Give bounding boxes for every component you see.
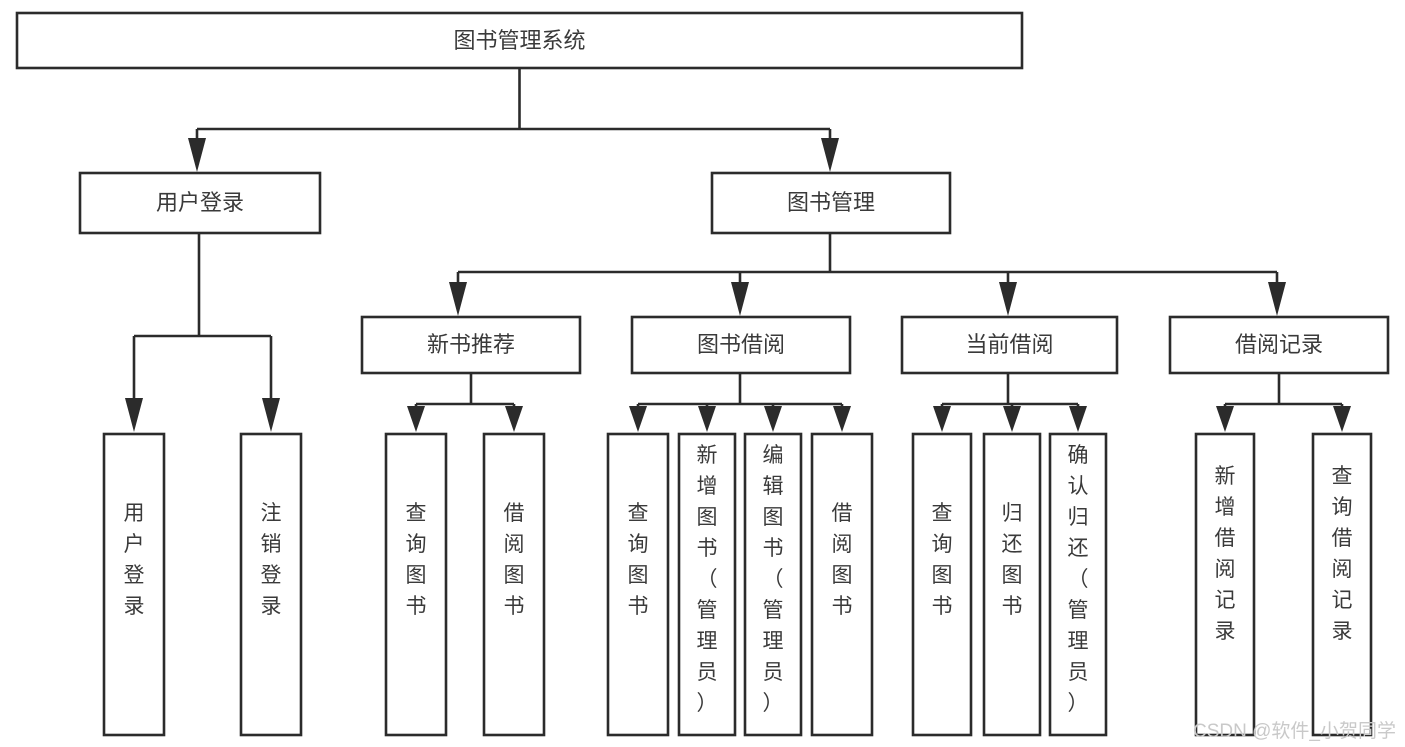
node-leaf-user-login[interactable]: 用户登录 xyxy=(102,432,166,737)
node-leaf-query-borrow-record-label: 查询借阅记录 xyxy=(1332,465,1353,643)
node-user-login-label: 用户登录 xyxy=(156,190,244,215)
arrow-head-leaf-borrow-book xyxy=(833,406,851,432)
arrow-head-book-management xyxy=(821,138,839,172)
connector-layer xyxy=(125,68,1351,432)
node-leaf-edit-book-admin-label: 编辑图书（管理员） xyxy=(763,444,784,715)
node-leaf-borrow-book-label: 借阅图书 xyxy=(832,502,853,618)
arrow-head-leaf-add-borrow-record xyxy=(1216,406,1234,432)
node-leaf-query-book-rec-label: 查询图书 xyxy=(406,502,427,618)
arrow-head-leaf-add-book-admin xyxy=(698,406,716,432)
node-borrow-record[interactable]: 借阅记录 xyxy=(1168,315,1390,375)
node-leaf-add-book-admin-label: 新增图书（管理员） xyxy=(697,444,718,715)
node-leaf-borrow-book-box[interactable] xyxy=(810,432,874,737)
node-leaf-add-borrow-record[interactable]: 新增借阅记录 xyxy=(1194,432,1256,737)
node-leaf-logout[interactable]: 注销登录 xyxy=(239,432,303,737)
node-leaf-edit-book-admin-box[interactable] xyxy=(743,432,803,737)
node-root-box[interactable] xyxy=(15,11,1024,70)
node-leaf-query-book-borrow-box[interactable] xyxy=(606,432,670,737)
node-root[interactable]: 图书管理系统 xyxy=(15,11,1024,70)
arrow-head-borrow-record xyxy=(1268,282,1286,316)
arrow-head-leaf-query-borrow-record xyxy=(1333,406,1351,432)
node-leaf-query-book-current[interactable]: 查询图书 xyxy=(911,432,973,737)
node-current-borrow-label: 当前借阅 xyxy=(965,332,1053,357)
node-new-book-recommend-label: 新书推荐 xyxy=(427,332,515,357)
node-leaf-query-book-rec[interactable]: 查询图书 xyxy=(384,432,448,737)
arrow-head-leaf-user-login xyxy=(125,398,143,432)
arrow-head-leaf-query-book-borrow xyxy=(629,406,647,432)
node-leaf-add-borrow-record-label: 新增借阅记录 xyxy=(1215,465,1236,643)
node-leaf-return-book-box[interactable] xyxy=(982,432,1042,737)
arrow-head-leaf-return-book xyxy=(1003,406,1021,432)
node-book-borrow-label: 图书借阅 xyxy=(697,332,785,357)
node-book-management-box[interactable] xyxy=(710,171,952,235)
node-leaf-confirm-return-admin-label: 确认归还（管理员） xyxy=(1068,444,1089,715)
node-leaf-borrow-book-rec[interactable]: 借阅图书 xyxy=(482,432,546,737)
node-leaf-edit-book-admin[interactable]: 编辑图书（管理员） xyxy=(743,432,803,737)
arrow-head-current-borrow xyxy=(999,282,1017,316)
node-leaf-add-book-admin[interactable]: 新增图书（管理员） xyxy=(677,432,737,737)
node-book-management[interactable]: 图书管理 xyxy=(710,171,952,235)
csdn-watermark: CSDN @软件_小贺同学 xyxy=(1193,720,1396,742)
arrow-head-book-borrow xyxy=(731,282,749,316)
node-leaf-borrow-book[interactable]: 借阅图书 xyxy=(810,432,874,737)
arrow-head-leaf-edit-book-admin xyxy=(764,406,782,432)
node-leaf-return-book-label: 归还图书 xyxy=(1002,502,1023,618)
node-current-borrow[interactable]: 当前借阅 xyxy=(900,315,1119,375)
node-new-book-recommend-box[interactable] xyxy=(360,315,582,375)
node-borrow-record-label: 借阅记录 xyxy=(1235,332,1323,357)
node-leaf-query-book-rec-box[interactable] xyxy=(384,432,448,737)
arrow-head-leaf-borrow-book-rec xyxy=(505,406,523,432)
node-leaf-confirm-return-admin[interactable]: 确认归还（管理员） xyxy=(1048,432,1108,737)
node-leaf-borrow-book-rec-box[interactable] xyxy=(482,432,546,737)
node-root-label: 图书管理系统 xyxy=(453,28,585,53)
leaf-node-layer: 用户登录 注销登录 查询图书 借阅图书 查询图书 新增图书（管理员） xyxy=(102,432,1373,737)
node-leaf-query-book-current-label: 查询图书 xyxy=(932,502,953,618)
node-leaf-return-book[interactable]: 归还图书 xyxy=(982,432,1042,737)
arrow-head-leaf-query-book-current xyxy=(933,406,951,432)
node-user-login[interactable]: 用户登录 xyxy=(78,171,322,235)
node-current-borrow-box[interactable] xyxy=(900,315,1119,375)
node-leaf-query-borrow-record[interactable]: 查询借阅记录 xyxy=(1311,432,1373,737)
node-user-login-box[interactable] xyxy=(78,171,322,235)
node-leaf-logout-box[interactable] xyxy=(239,432,303,737)
node-leaf-user-login-box[interactable] xyxy=(102,432,166,737)
node-leaf-user-login-label: 用户登录 xyxy=(124,502,145,618)
arrow-head-leaf-logout xyxy=(262,398,280,432)
node-leaf-add-borrow-record-box[interactable] xyxy=(1194,432,1256,737)
arrow-head-user-login xyxy=(188,138,206,172)
node-leaf-borrow-book-rec-label: 借阅图书 xyxy=(504,502,525,618)
node-leaf-query-book-borrow[interactable]: 查询图书 xyxy=(606,432,670,737)
node-leaf-query-borrow-record-box[interactable] xyxy=(1311,432,1373,737)
node-borrow-record-box[interactable] xyxy=(1168,315,1390,375)
node-leaf-query-book-current-box[interactable] xyxy=(911,432,973,737)
arrow-head-new-book-recommend xyxy=(449,282,467,316)
node-new-book-recommend[interactable]: 新书推荐 xyxy=(360,315,582,375)
arrow-head-leaf-confirm-return-admin xyxy=(1069,406,1087,432)
node-leaf-query-book-borrow-label: 查询图书 xyxy=(628,502,649,618)
arrow-head-leaf-query-book-rec xyxy=(407,406,425,432)
node-book-borrow[interactable]: 图书借阅 xyxy=(630,315,852,375)
node-leaf-add-book-admin-box[interactable] xyxy=(677,432,737,737)
node-leaf-confirm-return-admin-box[interactable] xyxy=(1048,432,1108,737)
node-leaf-logout-label: 注销登录 xyxy=(261,502,282,618)
node-book-management-label: 图书管理 xyxy=(787,190,875,215)
node-book-borrow-box[interactable] xyxy=(630,315,852,375)
